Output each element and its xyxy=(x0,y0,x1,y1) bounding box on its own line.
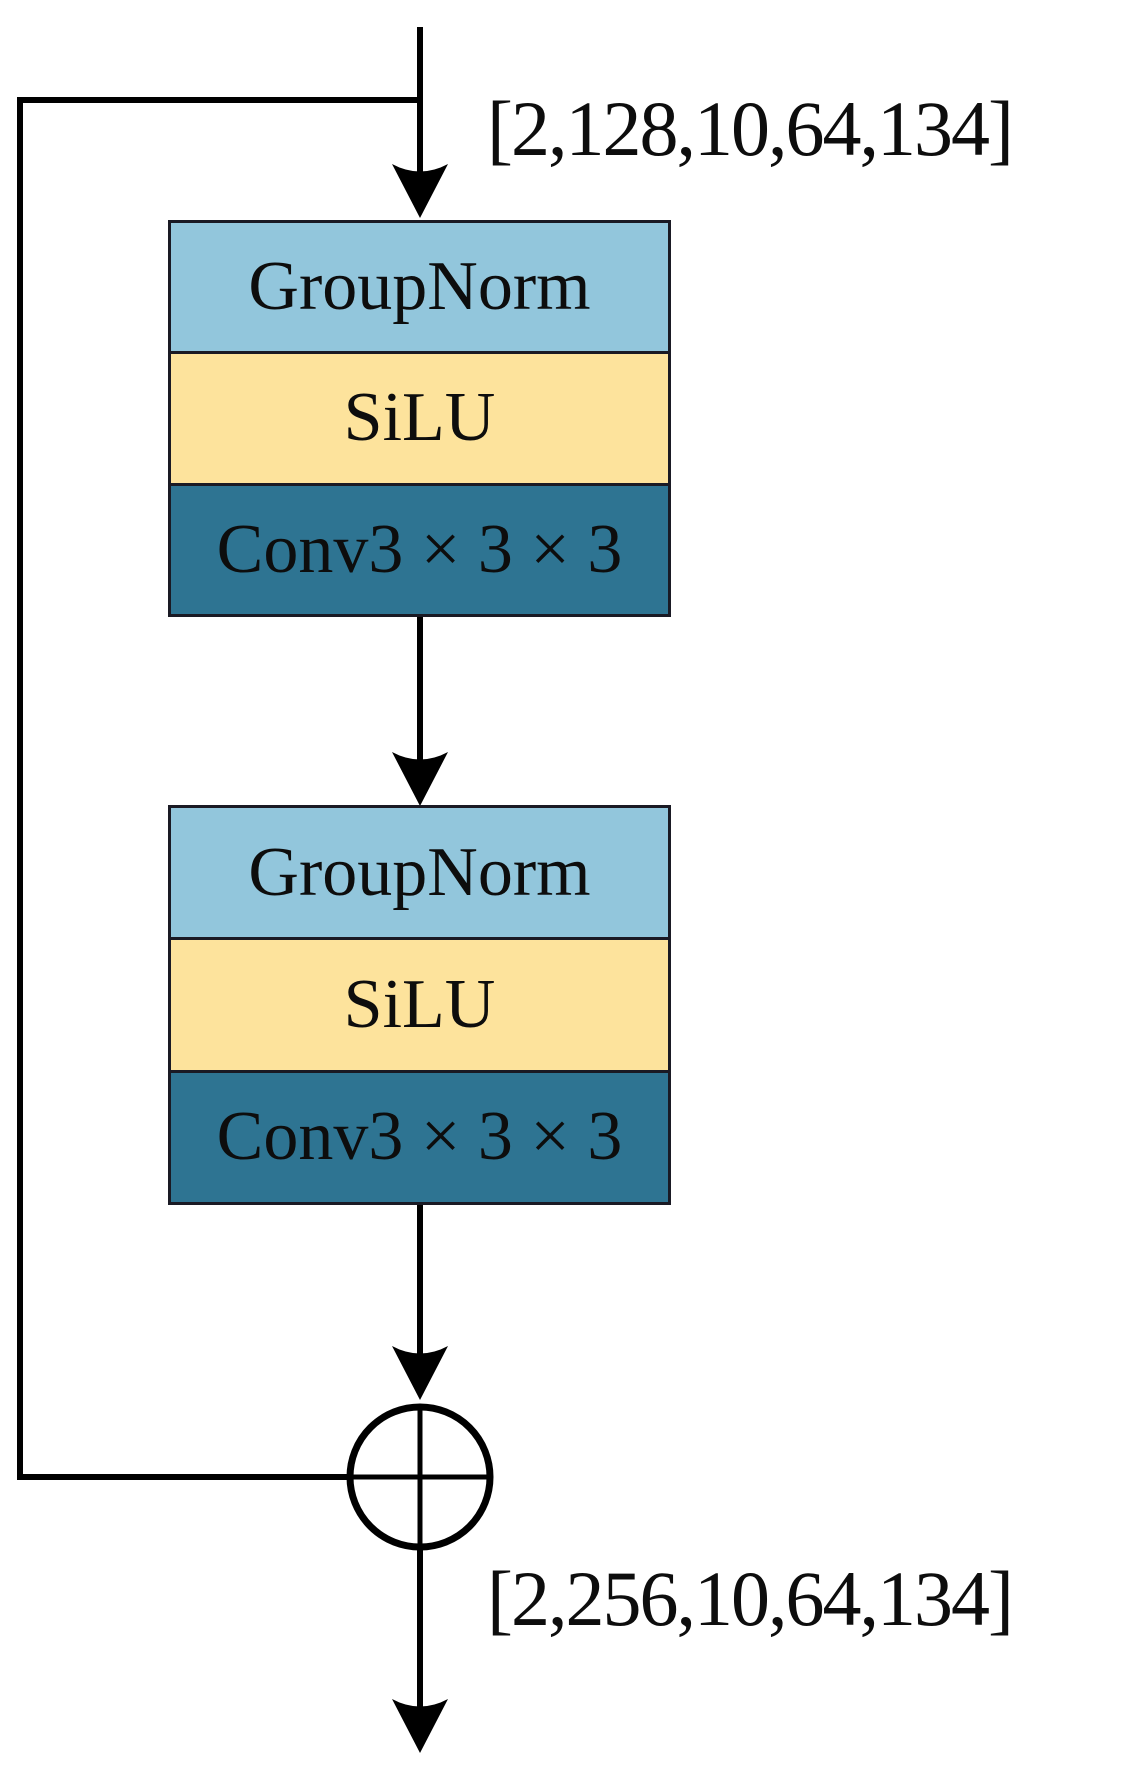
input-arrowhead-icon xyxy=(392,164,448,218)
skip-connection-line xyxy=(17,97,423,1480)
block2-to-merge-arrowhead-icon xyxy=(392,1346,448,1400)
input-shape-label: [2,128,10,64,134] xyxy=(487,85,1014,172)
block2-silu-layer: SiLU xyxy=(171,937,668,1070)
block2-conv3x3x3-layer: Conv3 × 3 × 3 xyxy=(171,1069,668,1202)
block2-groupnorm-layer: GroupNorm xyxy=(171,808,668,938)
block1-groupnorm-layer: GroupNorm xyxy=(171,223,668,352)
add-merge-icon xyxy=(346,1403,494,1551)
output-shape-label: [2,256,10,64,134] xyxy=(487,1555,1014,1642)
block1-conv3x3x3-layer: Conv3 × 3 × 3 xyxy=(171,482,668,614)
conv-block-1: GroupNorm SiLU Conv3 × 3 × 3 xyxy=(168,220,671,617)
conv-block-2: GroupNorm SiLU Conv3 × 3 × 3 xyxy=(168,805,671,1205)
block1-silu-layer: SiLU xyxy=(171,351,668,483)
output-arrowhead-icon xyxy=(392,1699,448,1753)
block1-to-block2-arrowhead-icon xyxy=(392,752,448,806)
